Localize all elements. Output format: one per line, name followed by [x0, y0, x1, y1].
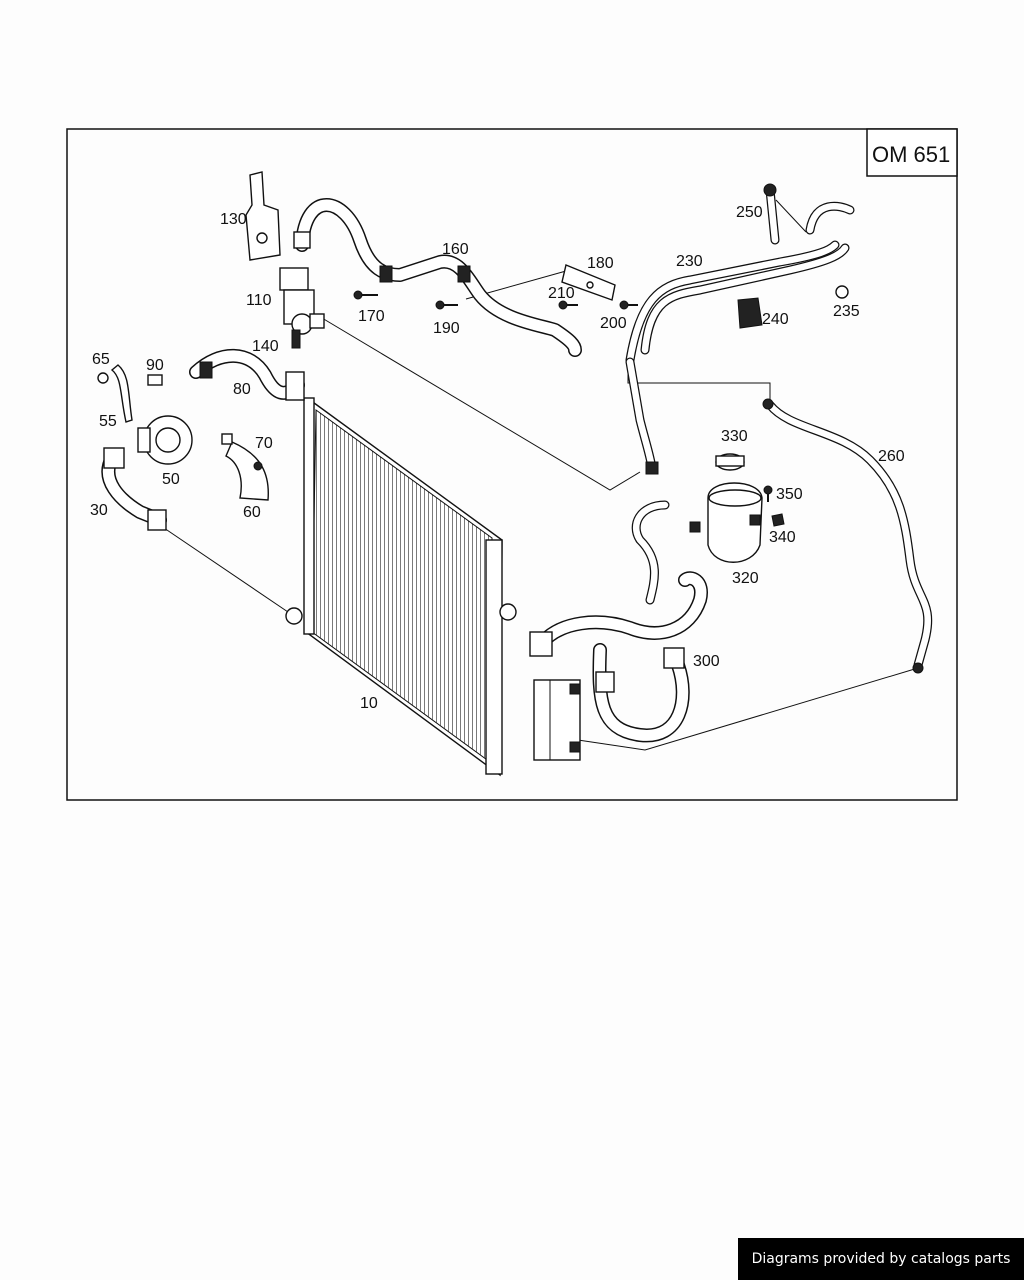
callout-110: 110 [246, 292, 272, 309]
callout-170: 170 [358, 308, 385, 325]
hose-bracket [561, 264, 616, 301]
callout-10: 10 [360, 695, 378, 712]
radiator [285, 397, 517, 777]
callout-140: 140 [252, 338, 279, 355]
callout-labels: 10 30 50 55 60 65 70 80 90 110 130 140 1… [90, 204, 905, 712]
leader-lines [163, 199, 919, 751]
callout-320: 320 [732, 570, 759, 587]
oil-cooler [533, 679, 581, 761]
callout-210: 210 [548, 285, 575, 302]
bolts [353, 285, 849, 502]
callout-50: 50 [162, 471, 180, 488]
callout-230: 230 [676, 253, 703, 270]
footer-text: Diagrams provided by catalogs parts [751, 1251, 1011, 1267]
bracket [245, 171, 281, 261]
callout-90: 90 [146, 357, 164, 374]
callout-240: 240 [762, 311, 789, 328]
footer-credit: Diagrams provided by catalogs parts [738, 1238, 1024, 1280]
engine-code: OM 651 [872, 142, 950, 167]
callout-260: 260 [878, 448, 905, 465]
callout-190: 190 [433, 320, 460, 337]
coolant-hose [293, 198, 582, 357]
callout-340: 340 [769, 529, 796, 546]
callout-200: 200 [600, 315, 627, 332]
control-valve [279, 267, 325, 349]
callout-350: 350 [776, 486, 803, 503]
callout-130: 130 [220, 211, 247, 228]
callout-60: 60 [243, 504, 261, 521]
callout-235: 235 [833, 303, 860, 320]
small-brackets [97, 364, 269, 501]
return-hose [762, 398, 933, 674]
callout-80: 80 [233, 381, 251, 398]
callout-70: 70 [255, 435, 273, 452]
callout-330: 330 [721, 428, 748, 445]
lower-hose [101, 447, 167, 531]
callout-300: 300 [693, 653, 720, 670]
callout-65: 65 [92, 351, 110, 368]
long-coolant-hose [625, 240, 850, 475]
callout-180: 180 [587, 255, 614, 272]
upper-hose [189, 348, 305, 401]
callout-30: 30 [90, 502, 108, 519]
callout-55: 55 [99, 413, 117, 430]
engine-code-box: OM 651 [866, 128, 958, 177]
callout-250: 250 [736, 204, 763, 221]
vent-hose [763, 183, 855, 245]
hose-assembly [529, 500, 708, 743]
diagram-frame [66, 128, 958, 801]
hose-clip [737, 297, 763, 329]
callout-160: 160 [442, 241, 469, 258]
expansion-tank [689, 453, 785, 563]
water-pump [137, 415, 193, 465]
